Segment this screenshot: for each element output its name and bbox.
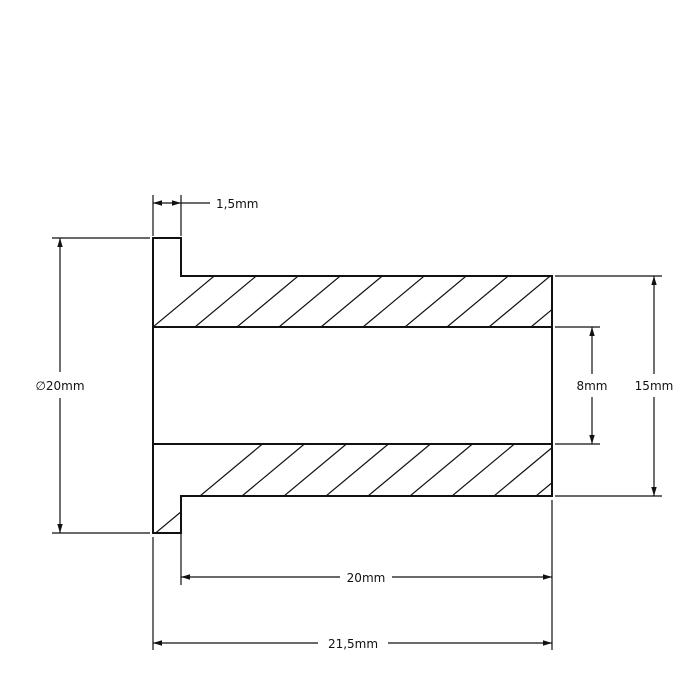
label-flange-thickness: 1,5mm [216,197,258,211]
hatch-line [320,238,474,327]
hatch-line [362,238,516,327]
label-inner-diameter: 8mm [576,379,607,393]
hatch-line [235,444,389,533]
dimension-lines [52,195,662,650]
hatch-line [277,444,431,533]
hatch-line [488,238,552,327]
hatch-line [153,238,306,327]
hatch-line [573,200,700,327]
hatch-line [236,238,390,327]
hatch-line [278,238,432,327]
hatch-line [153,444,263,533]
label-flange-diameter: ∅20mm [35,379,84,393]
hatching-upper-section [153,200,700,327]
hatch-line [193,444,347,533]
hatch-line [153,444,305,533]
hatch-line [487,444,552,533]
hatch-line [446,238,552,327]
lower-section-outline [152,443,553,534]
upper-section-outline [152,237,553,328]
hatch-line [614,444,700,571]
hatch-line [194,238,348,327]
hatch-line [615,200,700,327]
hatch-line [530,238,552,327]
hatch-line [445,444,552,533]
hatch-line [403,444,552,533]
hatching-lower-section [153,444,700,571]
hatch-line [572,444,700,571]
label-tube-length: 20mm [347,571,386,585]
label-outer-diameter: 15mm [635,379,674,393]
hatch-line [361,444,515,533]
hatch-line [319,444,473,533]
bushing-outline [152,237,553,534]
label-total-length: 21,5mm [328,637,378,651]
hatch-line [404,238,552,327]
